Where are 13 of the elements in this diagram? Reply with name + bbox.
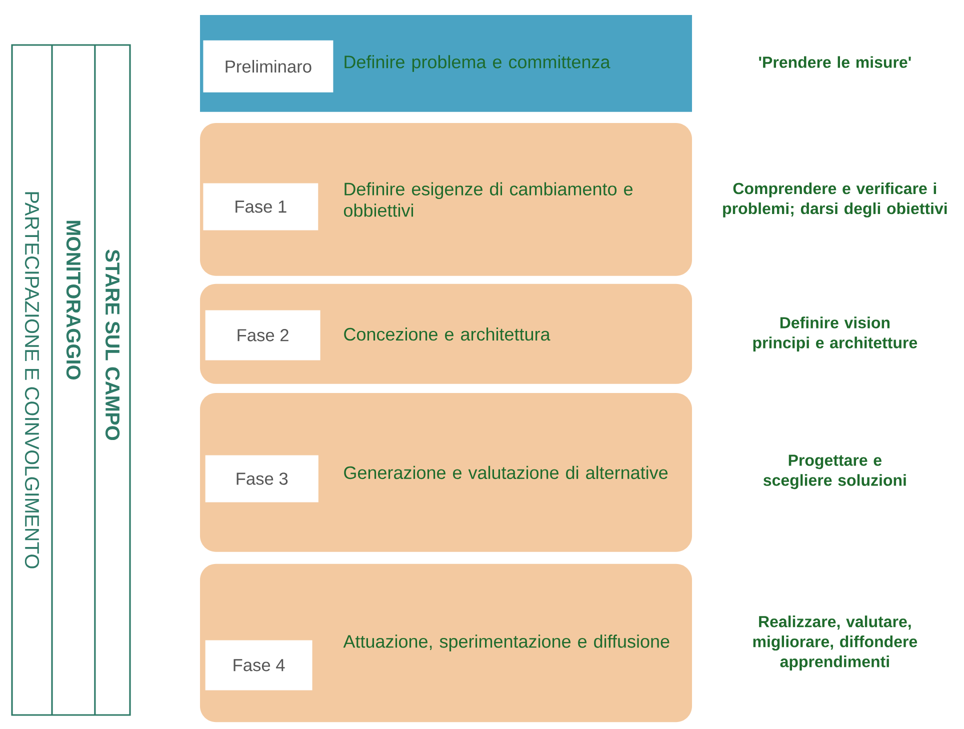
phase-description: Realizzare, valutare, migliorare, diffondere apprendimenti <box>753 616 918 670</box>
phase-label-box: Fase 1 <box>203 183 318 230</box>
vertical-column-label: STARE SUL CAMPO <box>105 250 120 440</box>
phase-description: Progettare e scegliere soluzioni <box>763 454 906 490</box>
phase-description: Comprendere e verificare i problemi; darsi degli obiettivi <box>723 182 947 218</box>
vertical-column-label: PARTECIPAZIONE E COINVOLGIMENTO <box>24 192 40 568</box>
phase-label-box: Fase 3 <box>205 455 318 502</box>
phase-description: 'Prendere le misure' <box>759 56 911 68</box>
vertical-column-label: MONITORAGGIO <box>66 220 81 380</box>
phase-label-box: Fase 4 <box>205 640 312 690</box>
phase-label-box: Fase 2 <box>205 310 320 360</box>
phase-description: Definire vision principi e architetture <box>753 316 918 352</box>
phase-label-box: Preliminaro <box>203 40 334 92</box>
